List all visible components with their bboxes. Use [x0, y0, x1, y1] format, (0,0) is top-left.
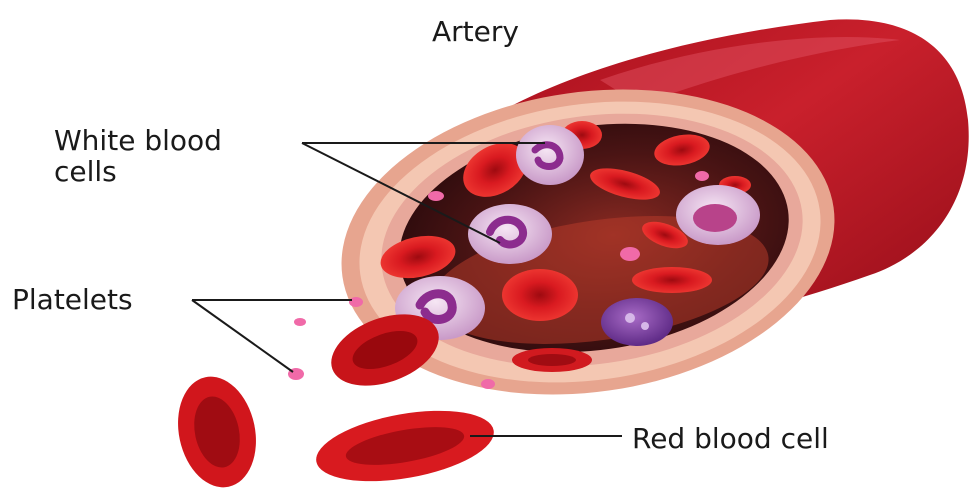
red-blood-cell	[168, 369, 266, 494]
leader-line-platelets	[192, 300, 352, 372]
platelet	[428, 191, 444, 201]
platelet	[349, 297, 363, 307]
white-blood-cells-label: White blood	[54, 125, 222, 157]
platelet	[481, 379, 495, 389]
red-blood-cell	[311, 399, 499, 493]
platelet	[695, 171, 709, 181]
white-blood-cell	[601, 298, 673, 346]
platelet	[294, 318, 306, 326]
platelet	[620, 247, 640, 261]
red-blood-cell	[632, 267, 712, 293]
artery-label: Artery	[432, 16, 519, 48]
white-blood-cell	[676, 185, 760, 245]
red-blood-cell	[512, 348, 592, 372]
red-blood-cell	[502, 269, 578, 321]
red-blood-cell-label: Red blood cell	[632, 423, 829, 455]
platelets-label: Platelets	[12, 284, 133, 316]
white-blood-cells-label-line2: cells	[54, 156, 117, 188]
white-blood-cell	[516, 125, 584, 185]
